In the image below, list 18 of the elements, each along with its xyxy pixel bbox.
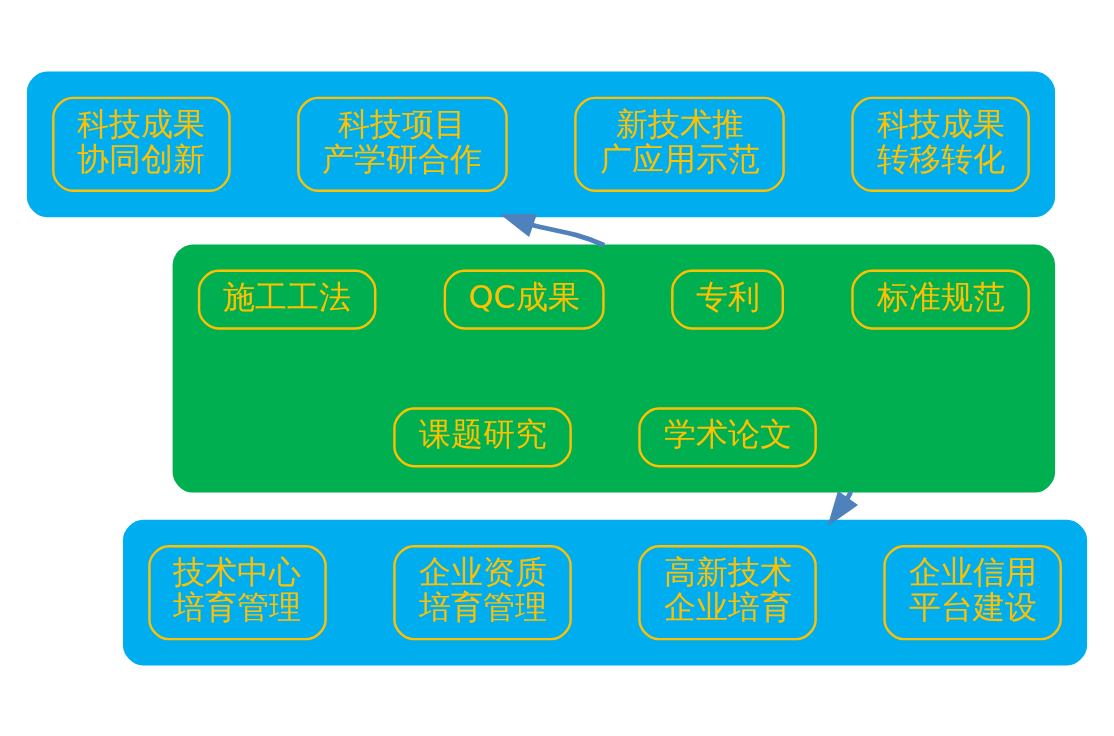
cluster [26, 70, 1056, 217]
node-box: 新技术推广应用示范 [574, 96, 785, 192]
cluster [172, 243, 1056, 493]
node-box: 学术论文 [638, 406, 817, 467]
node-box: 施工工法 [197, 269, 377, 330]
node-box: 标准规范 [851, 269, 1030, 330]
node-box: 企业信用平台建设 [883, 544, 1062, 640]
node-box: 高新技术企业培育 [638, 544, 817, 640]
node-box: QC成果 [443, 269, 605, 330]
node-box: 技术中心培育管理 [148, 544, 327, 640]
node-box: 科技项目产学研合作 [297, 96, 508, 192]
node-box: 课题研究 [393, 406, 572, 467]
arrow [499, 213, 606, 247]
cluster [123, 519, 1088, 666]
node-box: 专利 [671, 269, 784, 330]
node-box: 企业资质培育管理 [393, 544, 572, 640]
node-box: 科技成果转移转化 [851, 96, 1030, 192]
node-box: 科技成果协同创新 [52, 96, 231, 192]
